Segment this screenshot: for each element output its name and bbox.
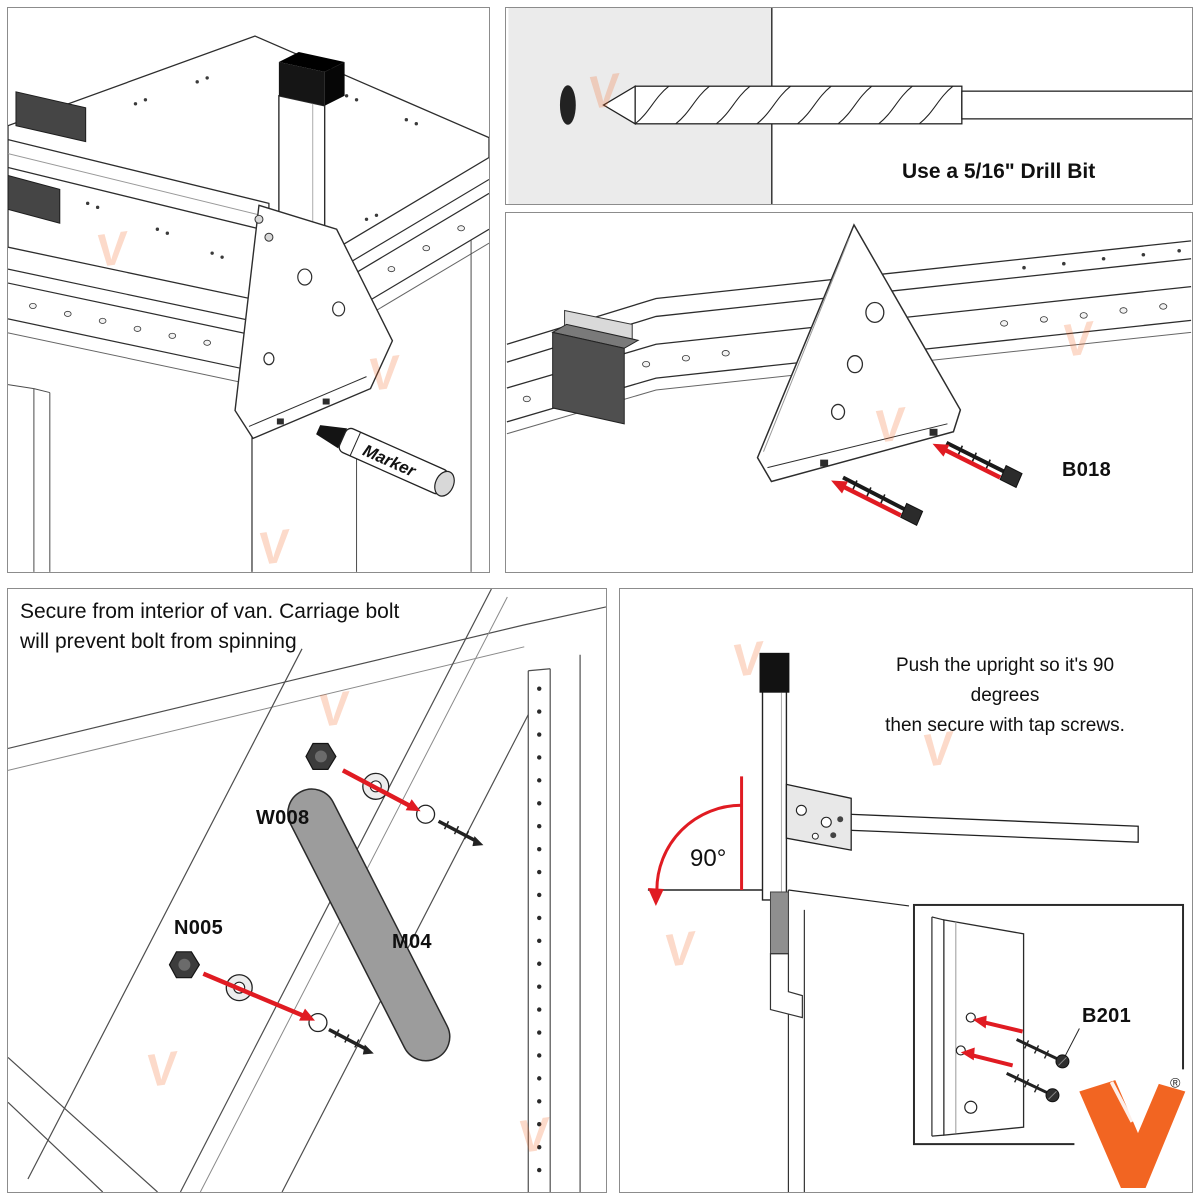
van-wall-seams: [8, 240, 472, 572]
interior-instruction-line2: will prevent bolt from spinning: [20, 630, 297, 653]
rack-upright: [759, 652, 790, 901]
interior-instruction: Secure from interior of van. Carriage bo…: [20, 597, 399, 657]
drill-caption: Use a 5/16" Drill Bit: [902, 160, 1096, 183]
bolt-drawing: [506, 223, 1192, 526]
upright-instruction-line2: then secure with tap screws.: [885, 715, 1125, 736]
panel-attach-bolts: B018: [505, 212, 1193, 573]
arc-arrowhead-icon: [647, 888, 664, 906]
hex-nut-icon: [168, 951, 201, 979]
rack-bar-end: [551, 309, 640, 425]
hex-nut-icon: [305, 742, 337, 771]
bracket-foot: [769, 953, 803, 1019]
rack-cross-bar: [8, 91, 270, 233]
part-label-w008: W008: [256, 807, 310, 829]
drill-bit: [602, 85, 1192, 125]
rack-cross-bar: [848, 813, 1139, 843]
rivet-strip: [537, 686, 542, 1173]
tap-screw: [1006, 1072, 1060, 1103]
upright-cap-icon: [759, 652, 790, 693]
tap-screw: [945, 440, 1023, 489]
mark-position-drawing: Marker: [8, 35, 489, 572]
brand-logo-v-icon: [1079, 1080, 1186, 1189]
red-arrow-icon: [960, 1047, 1014, 1068]
drill-drawing: [508, 8, 1192, 204]
tap-screw: [1015, 1038, 1070, 1069]
drill-shank: [961, 90, 1192, 120]
backing-plate: [287, 788, 451, 1062]
part-label-b018: B018: [1062, 459, 1112, 481]
panel-interior-secure: Secure from interior of van. Carriage bo…: [7, 588, 607, 1193]
mounting-bracket: [756, 223, 962, 483]
panel-square-upright: ® Push the upright so it's 90 degrees th…: [619, 588, 1193, 1193]
red-arrow-icon: [932, 443, 1002, 480]
upright-cap-icon: [278, 61, 325, 106]
van-interior-wall: [8, 589, 606, 1192]
interior-instruction-line1: Secure from interior of van. Carriage bo…: [20, 600, 400, 623]
rail-holes: [522, 303, 1168, 403]
upright-instruction: Push the upright so it's 90 degrees then…: [865, 651, 1145, 741]
part-label-n005: N005: [174, 917, 224, 939]
panel-mark-position: Marker: [7, 7, 490, 573]
mounting-bracket: [785, 783, 852, 851]
interior-drawing: [8, 589, 606, 1192]
mounting-bracket: [234, 204, 394, 440]
red-arrow-icon: [202, 971, 315, 1021]
roof-rivets: [1022, 248, 1181, 270]
part-label-b201: B201: [1082, 1005, 1132, 1027]
angle-arc: [647, 776, 744, 906]
carriage-bolt-end: [437, 819, 484, 847]
panel-drill-hole: Use a 5/16" Drill Bit: [505, 7, 1193, 205]
angle-label: 90°: [690, 845, 727, 872]
red-arrow-icon: [831, 480, 902, 518]
red-arrow-icon: [972, 1015, 1024, 1034]
upright-drawing: ®: [647, 652, 1189, 1192]
registered-mark: ®: [1170, 1074, 1181, 1090]
drill-flutes: [634, 85, 954, 125]
marker-pen: Marker: [316, 425, 455, 497]
brand-logo: ®: [1074, 1069, 1189, 1191]
drilled-hole-icon: [559, 85, 576, 125]
upright-lower-channel: [769, 891, 789, 955]
carriage-bolt-end: [328, 1027, 374, 1055]
red-arrow-icon: [341, 768, 421, 812]
part-label-m04: M04: [392, 931, 432, 953]
upright-instruction-line1: Push the upright so it's 90 degrees: [895, 655, 1115, 706]
tap-screw: [842, 475, 924, 526]
label-leader-line: [1065, 1028, 1080, 1056]
